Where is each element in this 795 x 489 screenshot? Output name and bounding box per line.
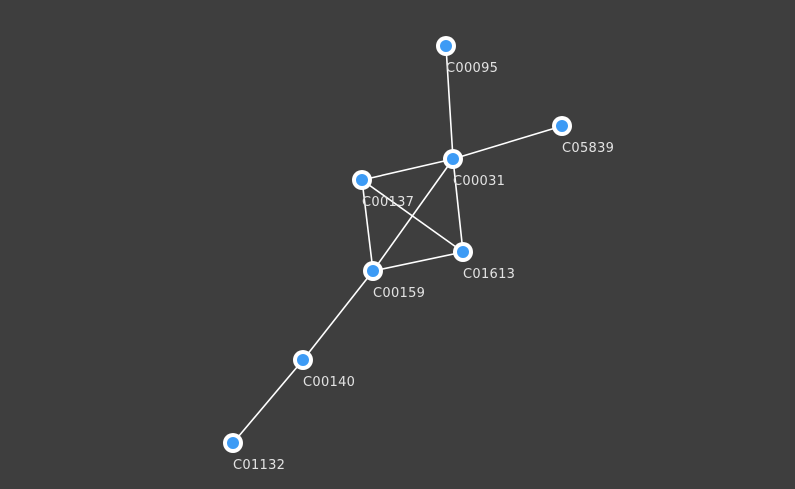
edge-c00159-c00140[interactable] — [302, 270, 374, 361]
edge-c00031-c01613[interactable] — [452, 158, 464, 253]
node-label: C00140 — [303, 375, 355, 390]
node-dot[interactable] — [227, 437, 239, 449]
edge-c00031-c00159[interactable] — [372, 158, 454, 272]
node-dot[interactable] — [297, 354, 309, 366]
node-label: C00137 — [362, 195, 414, 210]
node-dot[interactable] — [356, 174, 368, 186]
edges-layer — [232, 45, 563, 444]
edge-c00137-c00031[interactable] — [361, 158, 454, 181]
node-dot[interactable] — [440, 40, 452, 52]
node-label: C00159 — [373, 286, 425, 301]
nodes-layer: C00095C05839C00031C00137C01613C00159C001… — [223, 36, 614, 473]
edge-c00159-c01613[interactable] — [372, 251, 464, 272]
edge-c00137-c00159[interactable] — [361, 179, 374, 272]
node-label: C01613 — [463, 267, 515, 282]
node-dot[interactable] — [457, 246, 469, 258]
node-c00095[interactable]: C00095 — [436, 36, 498, 76]
edge-c00140-c01132[interactable] — [232, 359, 304, 444]
edge-c05839-c00031[interactable] — [452, 125, 563, 160]
node-label: C01132 — [233, 458, 285, 473]
node-c00031[interactable]: C00031 — [443, 149, 505, 189]
node-c01613[interactable]: C01613 — [453, 242, 515, 282]
node-c01132[interactable]: C01132 — [223, 433, 285, 473]
node-label: C00031 — [453, 174, 505, 189]
node-c00140[interactable]: C00140 — [293, 350, 355, 390]
edge-c00137-c01613[interactable] — [361, 179, 464, 253]
node-label: C00095 — [446, 61, 498, 76]
node-dot[interactable] — [447, 153, 459, 165]
edge-c00095-c00031[interactable] — [445, 45, 454, 160]
node-c00137[interactable]: C00137 — [352, 170, 414, 210]
node-c05839[interactable]: C05839 — [552, 116, 614, 156]
node-dot[interactable] — [556, 120, 568, 132]
node-c00159[interactable]: C00159 — [363, 261, 425, 301]
node-dot[interactable] — [367, 265, 379, 277]
node-label: C05839 — [562, 141, 614, 156]
